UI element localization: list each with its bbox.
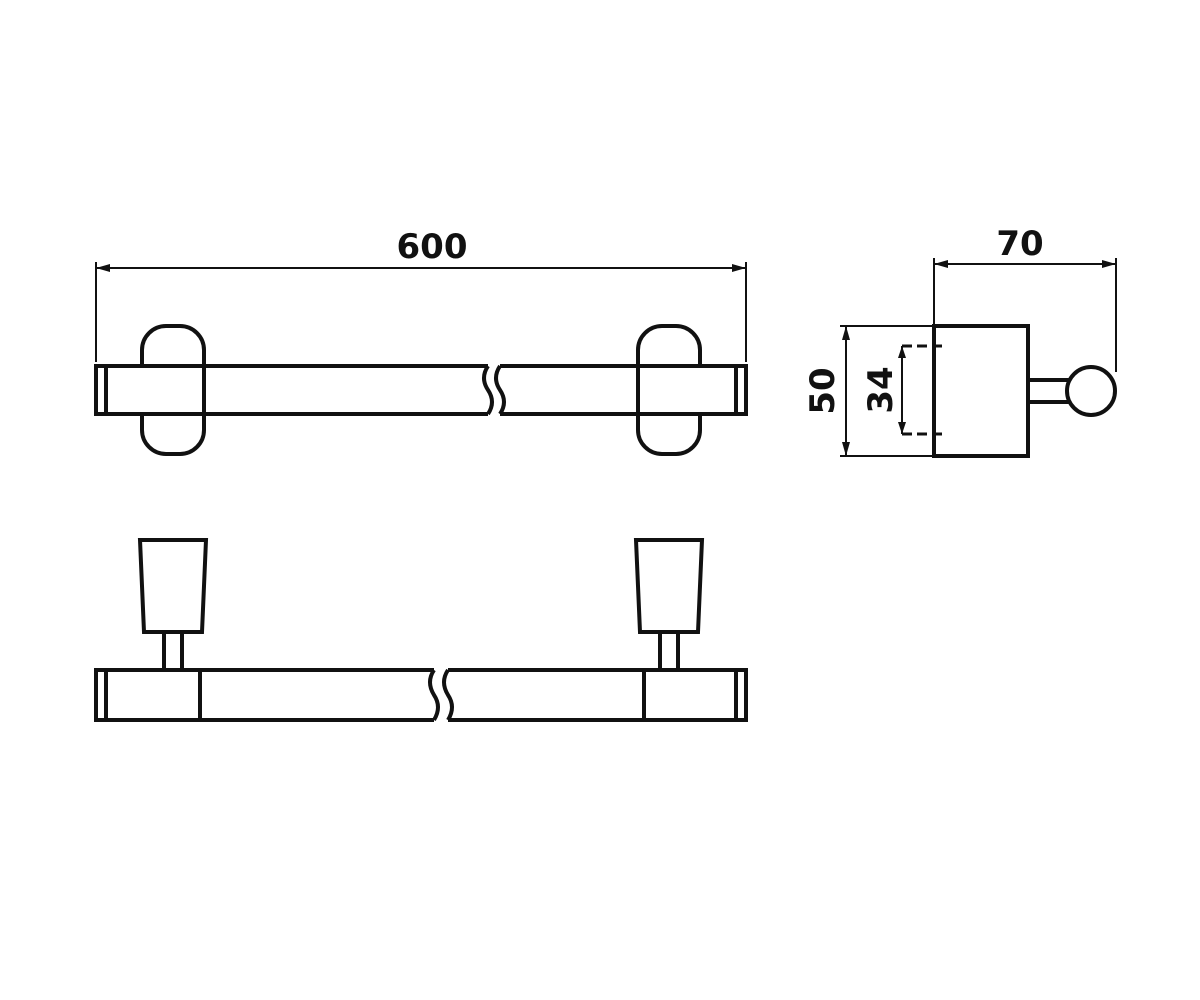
inner-height-dimension: 34: [861, 344, 944, 436]
left-top-mount: [137, 538, 209, 672]
height-dimension-label: 50: [803, 367, 843, 414]
depth-dimension: 70: [933, 224, 1117, 372]
towel-bar-front: [94, 364, 748, 416]
side-arm: [1026, 378, 1072, 404]
depth-dimension-label: 70: [996, 224, 1043, 264]
side-bracket-block: [932, 324, 1030, 458]
bar-cross-section: [1065, 365, 1117, 417]
length-dimension: 600: [95, 227, 747, 362]
inner-height-dimension-label: 34: [861, 366, 901, 413]
length-dimension-label: 600: [397, 227, 468, 267]
towel-bar-top: [94, 668, 748, 722]
front-view: 600: [94, 227, 748, 456]
right-top-mount: [633, 538, 705, 672]
height-dimension: 50: [803, 325, 934, 457]
side-view: 70 50 34: [803, 224, 1117, 458]
top-view: [94, 538, 748, 722]
